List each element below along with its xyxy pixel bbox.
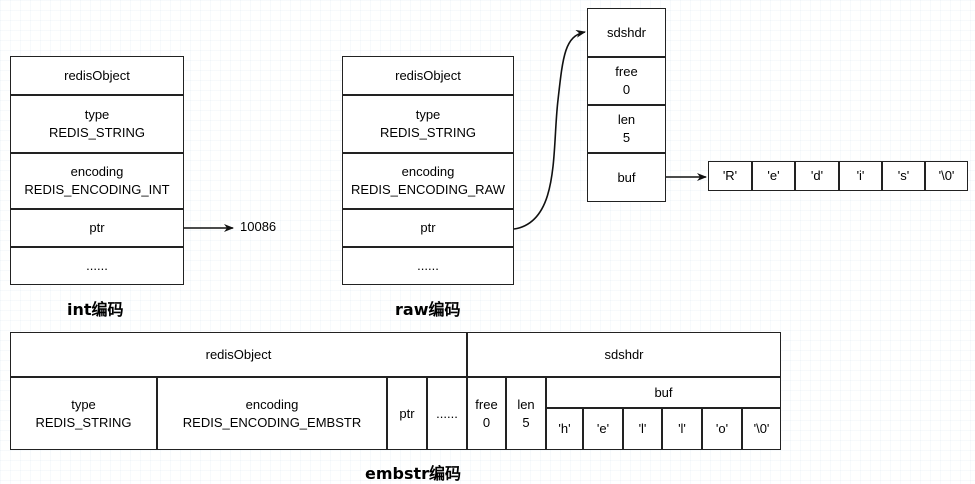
- raw-buf-char: 'i': [839, 161, 882, 191]
- raw-buf-char-text: 'i': [856, 168, 865, 183]
- embstr-buf-header: buf: [546, 377, 781, 408]
- raw-type-field: type REDIS_STRING: [342, 95, 514, 153]
- raw-len-value: 5: [622, 130, 631, 145]
- raw-buf-char: 'R': [708, 161, 752, 191]
- raw-buf-char-text: 'd': [810, 168, 824, 183]
- int-type-field: type REDIS_STRING: [10, 95, 184, 153]
- embstr-encoding-field: encoding REDIS_ENCODING_EMBSTR: [157, 377, 387, 450]
- embstr-ptr-field: ptr: [387, 377, 427, 450]
- raw-buf-char-text: '\0': [938, 168, 955, 183]
- embstr-type-value: REDIS_STRING: [35, 414, 132, 430]
- embstr-buf-char-text: 'e': [596, 421, 610, 436]
- int-value-text: 10086: [240, 219, 277, 234]
- raw-redisobject-header: redisObject: [342, 56, 514, 95]
- embstr-buf-char-text: 'h': [558, 421, 571, 436]
- raw-encoding-value: REDIS_ENCODING_RAW: [350, 182, 506, 197]
- embstr-redisobject-header: redisObject: [10, 332, 467, 377]
- int-redisobject-header: redisObject: [10, 56, 184, 95]
- embstr-free-value: 0: [482, 414, 491, 430]
- int-ptr-text: ptr: [89, 220, 105, 235]
- raw-sdshdr-header: sdshdr: [587, 8, 666, 57]
- int-encoding-value: REDIS_ENCODING_INT: [24, 182, 170, 197]
- embstr-buf-char-text: '\0': [753, 421, 770, 436]
- embstr-sdshdr-header: sdshdr: [467, 332, 781, 377]
- raw-buf-char: '\0': [925, 161, 968, 191]
- raw-len-field: len 5: [587, 105, 666, 153]
- embstr-buf-char: '\0': [742, 408, 781, 450]
- raw-type-value: REDIS_STRING: [379, 125, 477, 140]
- embstr-buf-char: 'l': [623, 408, 662, 450]
- embstr-caption: embstr编码: [365, 464, 462, 483]
- raw-ptr-arrow: [513, 29, 586, 230]
- raw-rest-text: ......: [417, 258, 439, 273]
- raw-free-label: free: [615, 64, 638, 79]
- raw-free-value: 0: [622, 82, 631, 97]
- raw-len-label: len: [617, 112, 636, 127]
- embstr-type-field: type REDIS_STRING: [10, 377, 157, 450]
- raw-buf-label: buf: [617, 169, 636, 185]
- embstr-buf-char: 'o': [702, 408, 742, 450]
- raw-sdshdr-text: sdshdr: [606, 24, 647, 40]
- raw-rest-field: ......: [342, 247, 514, 285]
- int-type-value: REDIS_STRING: [48, 125, 146, 140]
- raw-buf-field: buf: [587, 153, 666, 202]
- embstr-buf-char: 'h': [546, 408, 583, 450]
- embstr-rest-text: ......: [436, 405, 458, 421]
- raw-buf-char-text: 'e': [767, 168, 780, 183]
- embstr-encoding-value: REDIS_ENCODING_EMBSTR: [182, 414, 362, 430]
- embstr-object-header-text: redisObject: [205, 346, 272, 362]
- raw-buf-char-text: 'R': [722, 168, 738, 183]
- raw-encoding-field: encoding REDIS_ENCODING_RAW: [342, 153, 514, 209]
- embstr-len-label: len: [517, 396, 535, 412]
- int-rest-field: ......: [10, 247, 184, 285]
- embstr-buf-char-text: 'o': [715, 421, 729, 436]
- raw-encoding-label: encoding: [401, 164, 455, 179]
- embstr-rest-field: ......: [427, 377, 467, 450]
- embstr-buf-char-text: 'l': [638, 421, 647, 436]
- int-ptr-field: ptr: [10, 209, 184, 247]
- embstr-buf-char: 'e': [583, 408, 623, 450]
- raw-buf-char: 's': [882, 161, 925, 191]
- raw-caption: raw编码: [395, 300, 461, 319]
- raw-free-field: free 0: [587, 57, 666, 105]
- embstr-encoding-label: encoding: [245, 396, 299, 412]
- raw-buf-char: 'd': [795, 161, 839, 191]
- raw-header-text: redisObject: [395, 67, 461, 83]
- int-encoding-field: encoding REDIS_ENCODING_INT: [10, 153, 184, 209]
- embstr-buf-char-text: 'l': [678, 421, 686, 436]
- int-type-label: type: [84, 107, 110, 122]
- int-rest-text: ......: [86, 258, 108, 273]
- embstr-ptr-text: ptr: [399, 405, 415, 421]
- embstr-buf-char: 'l': [662, 408, 702, 450]
- raw-type-label: type: [415, 107, 441, 122]
- embstr-buf-label: buf: [654, 384, 673, 400]
- embstr-len-value: 5: [522, 414, 530, 430]
- int-caption: int编码: [67, 300, 124, 319]
- embstr-sds-header-text: sdshdr: [604, 346, 644, 362]
- raw-buf-char-text: 's': [897, 168, 910, 183]
- embstr-free-field: free 0: [467, 377, 506, 450]
- embstr-free-label: free: [475, 396, 498, 412]
- int-header-text: redisObject: [64, 67, 130, 83]
- int-encoding-label: encoding: [70, 164, 124, 179]
- raw-ptr-text: ptr: [420, 220, 436, 235]
- raw-ptr-field: ptr: [342, 209, 514, 247]
- embstr-type-label: type: [71, 396, 96, 412]
- embstr-len-field: len 5: [506, 377, 546, 450]
- raw-buf-char: 'e': [752, 161, 795, 191]
